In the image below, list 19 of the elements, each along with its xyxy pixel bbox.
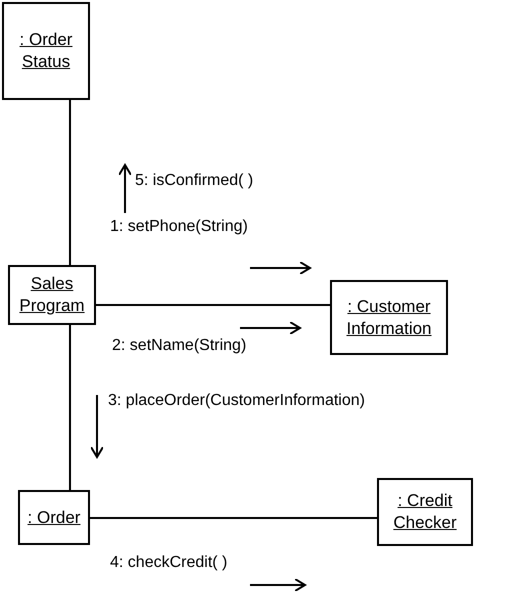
link-line: [69, 325, 71, 490]
link-line: [96, 304, 330, 306]
object-box: [18, 490, 90, 545]
object-name: : Credit Checker: [392, 490, 458, 534]
message-label: 4: checkCredit( ): [110, 554, 228, 572]
object-name: : Customer Information: [345, 296, 433, 340]
object-name: : Order: [26, 506, 82, 528]
object-name: : Order Status: [18, 29, 74, 73]
object-box: [8, 265, 96, 325]
link-line: [69, 100, 71, 265]
object-box: [2, 2, 90, 100]
object-name: Sales Program: [18, 273, 86, 317]
message-label: 2: setName(String): [112, 337, 246, 355]
link-line: [90, 517, 377, 519]
object-box: [330, 280, 448, 355]
message-label: 5: isConfirmed( ): [135, 172, 254, 190]
message-label: 1: setPhone(String): [110, 218, 248, 236]
message-label: 3: placeOrder(CustomerInformation): [108, 392, 365, 410]
object-box: [377, 478, 473, 546]
